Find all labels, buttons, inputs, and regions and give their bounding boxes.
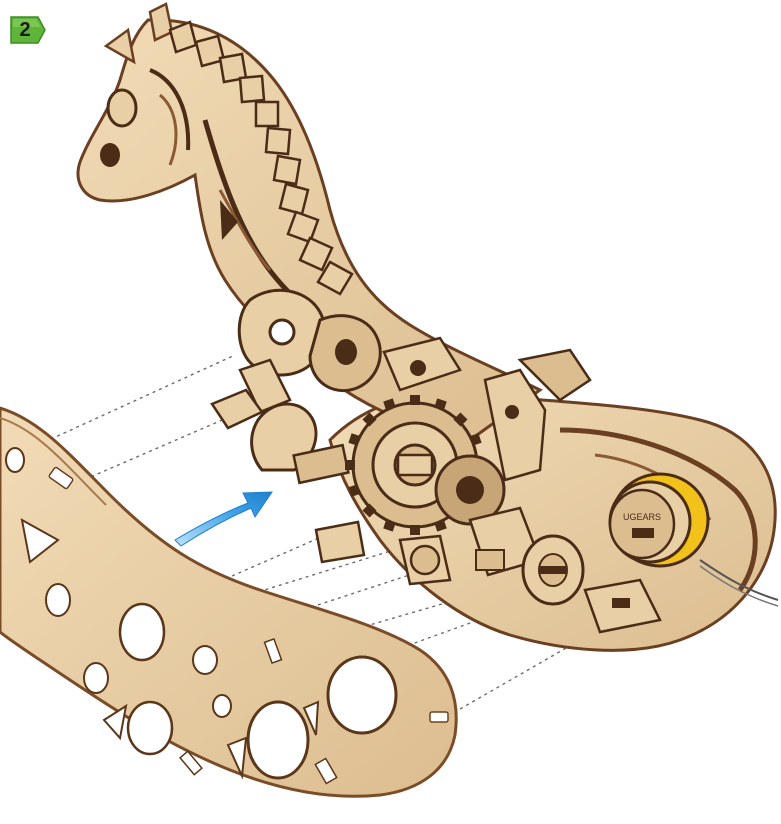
arrow-right-icon	[175, 492, 272, 546]
step-number: 2	[8, 13, 42, 47]
spring-drum: UGEARS	[610, 474, 708, 566]
guide-line	[38, 355, 235, 445]
step-badge: 2	[8, 13, 46, 47]
guide-line	[448, 640, 580, 716]
brand-stamp: UGEARS	[623, 512, 661, 522]
